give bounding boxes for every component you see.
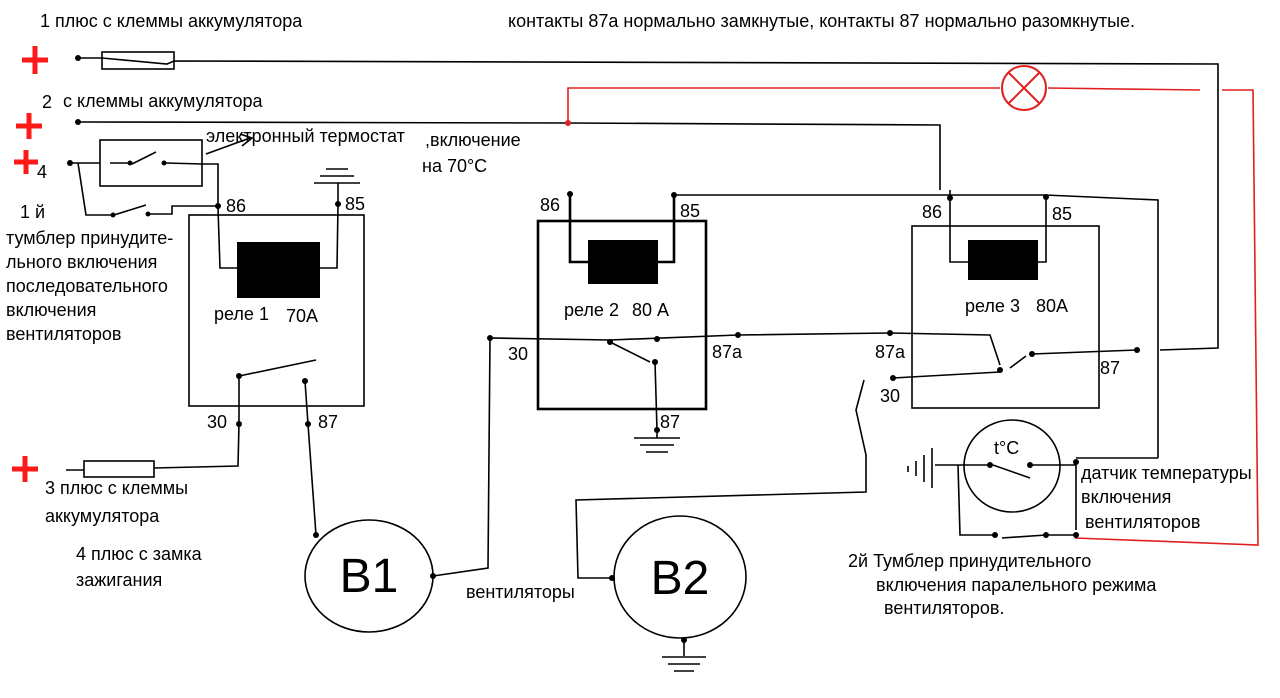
relay-1-rating: 70А	[286, 306, 318, 326]
fan-b1-label: B1	[340, 550, 399, 603]
ignition-label-2: зажигания	[76, 570, 162, 590]
plus-sign-4	[14, 150, 38, 174]
temperature-sensor: t°C	[963, 419, 1061, 513]
ground-icon-2	[634, 430, 680, 453]
relay-2-coil	[588, 240, 658, 284]
relay-2-pin-30: 30	[508, 344, 528, 364]
thermostat-label: электронный термостат	[206, 126, 405, 146]
source4-number: 4	[37, 162, 47, 182]
switch2-label-2: включения паралельного режима	[876, 575, 1157, 595]
relay-2-pin-85: 85	[680, 201, 700, 221]
fan-b2: B2	[613, 515, 747, 639]
switch1-number: 1 й	[20, 202, 45, 222]
sensor-label-3: вентиляторов	[1085, 512, 1201, 532]
switch1-label-4: включения	[6, 300, 96, 320]
relay-3-pin-30: 30	[880, 386, 900, 406]
sensor-label-2: включения	[1081, 487, 1171, 507]
switch1-label-5: вентиляторов	[6, 324, 122, 344]
ground-icon-3	[662, 656, 706, 672]
sensor-label-1: датчик температуры	[1081, 463, 1252, 483]
switch1-label-3: последовательного	[6, 276, 168, 296]
source2-label: с клеммы аккумулятора	[63, 91, 264, 111]
fuse-3	[83, 460, 155, 478]
source1-label: 1 плюс с клеммы аккумулятора	[40, 11, 303, 31]
switch2-label-3: вентиляторов.	[884, 598, 1005, 618]
relay-1-coil	[237, 242, 320, 298]
relay-3-rating: 80А	[1036, 296, 1068, 316]
fan-b2-label: B2	[651, 552, 710, 605]
relay-2-pin-87: 87	[660, 412, 680, 432]
source3-label-1: 3 плюс с клеммы	[45, 478, 188, 498]
relay-2-pin-87a: 87а	[712, 342, 743, 362]
switch1-label-2: льного включения	[6, 252, 157, 272]
plus-sign-2	[16, 113, 42, 139]
source2-number: 2	[42, 92, 52, 112]
relay-3-pin-87: 87	[1100, 358, 1120, 378]
ground-icon-1	[314, 168, 360, 204]
relay-3-pin-85: 85	[1052, 204, 1072, 224]
relay-1-name: реле 1	[214, 304, 269, 324]
ground-icon-4	[907, 448, 933, 488]
relay-3: 86 85 реле 3 80А 87а 30 87	[875, 190, 1140, 409]
plus-sign-1	[22, 46, 48, 74]
thermostat-box	[99, 139, 203, 187]
relay-3-pin-86: 86	[922, 202, 942, 222]
contacts-note: контакты 87а нормально замкнутые, контак…	[508, 11, 1135, 31]
enable-label-1: ,включение	[425, 130, 521, 150]
sensor-symbol: t°C	[994, 438, 1019, 458]
relay-3-name: реле 3	[965, 296, 1020, 316]
indicator-lamp-icon	[1001, 65, 1047, 111]
relay-2: 86 85 реле 2 80 А 30 87а 87	[508, 191, 743, 433]
relay-1-pin-87: 87	[318, 412, 338, 432]
source3-label-2: аккумулятора	[45, 506, 160, 526]
relay-1-pin-30: 30	[207, 412, 227, 432]
relay-1-pin-85: 85	[345, 194, 365, 214]
relay-1: 86 85 реле 1 70А 30 87	[188, 194, 365, 432]
relay-1-pin-86: 86	[226, 196, 246, 216]
switch1-label-1: тумблер принудите-	[6, 228, 173, 248]
fan-b1: B1	[304, 519, 434, 633]
ignition-label-1: 4 плюс с замка	[76, 544, 203, 564]
relay-2-rating: 80 А	[632, 300, 669, 320]
fans-label: вентиляторы	[466, 582, 575, 602]
fuse-1	[101, 51, 175, 70]
relay-3-coil	[968, 240, 1038, 280]
enable-label-2: на 70°C	[422, 156, 487, 176]
relay-3-pin-87a: 87а	[875, 342, 906, 362]
switch2-label-1: 2й Тумблер принудительного	[848, 551, 1091, 571]
plus-sign-3	[12, 456, 38, 482]
relay-2-pin-86: 86	[540, 195, 560, 215]
relay-2-name: реле 2	[564, 300, 619, 320]
